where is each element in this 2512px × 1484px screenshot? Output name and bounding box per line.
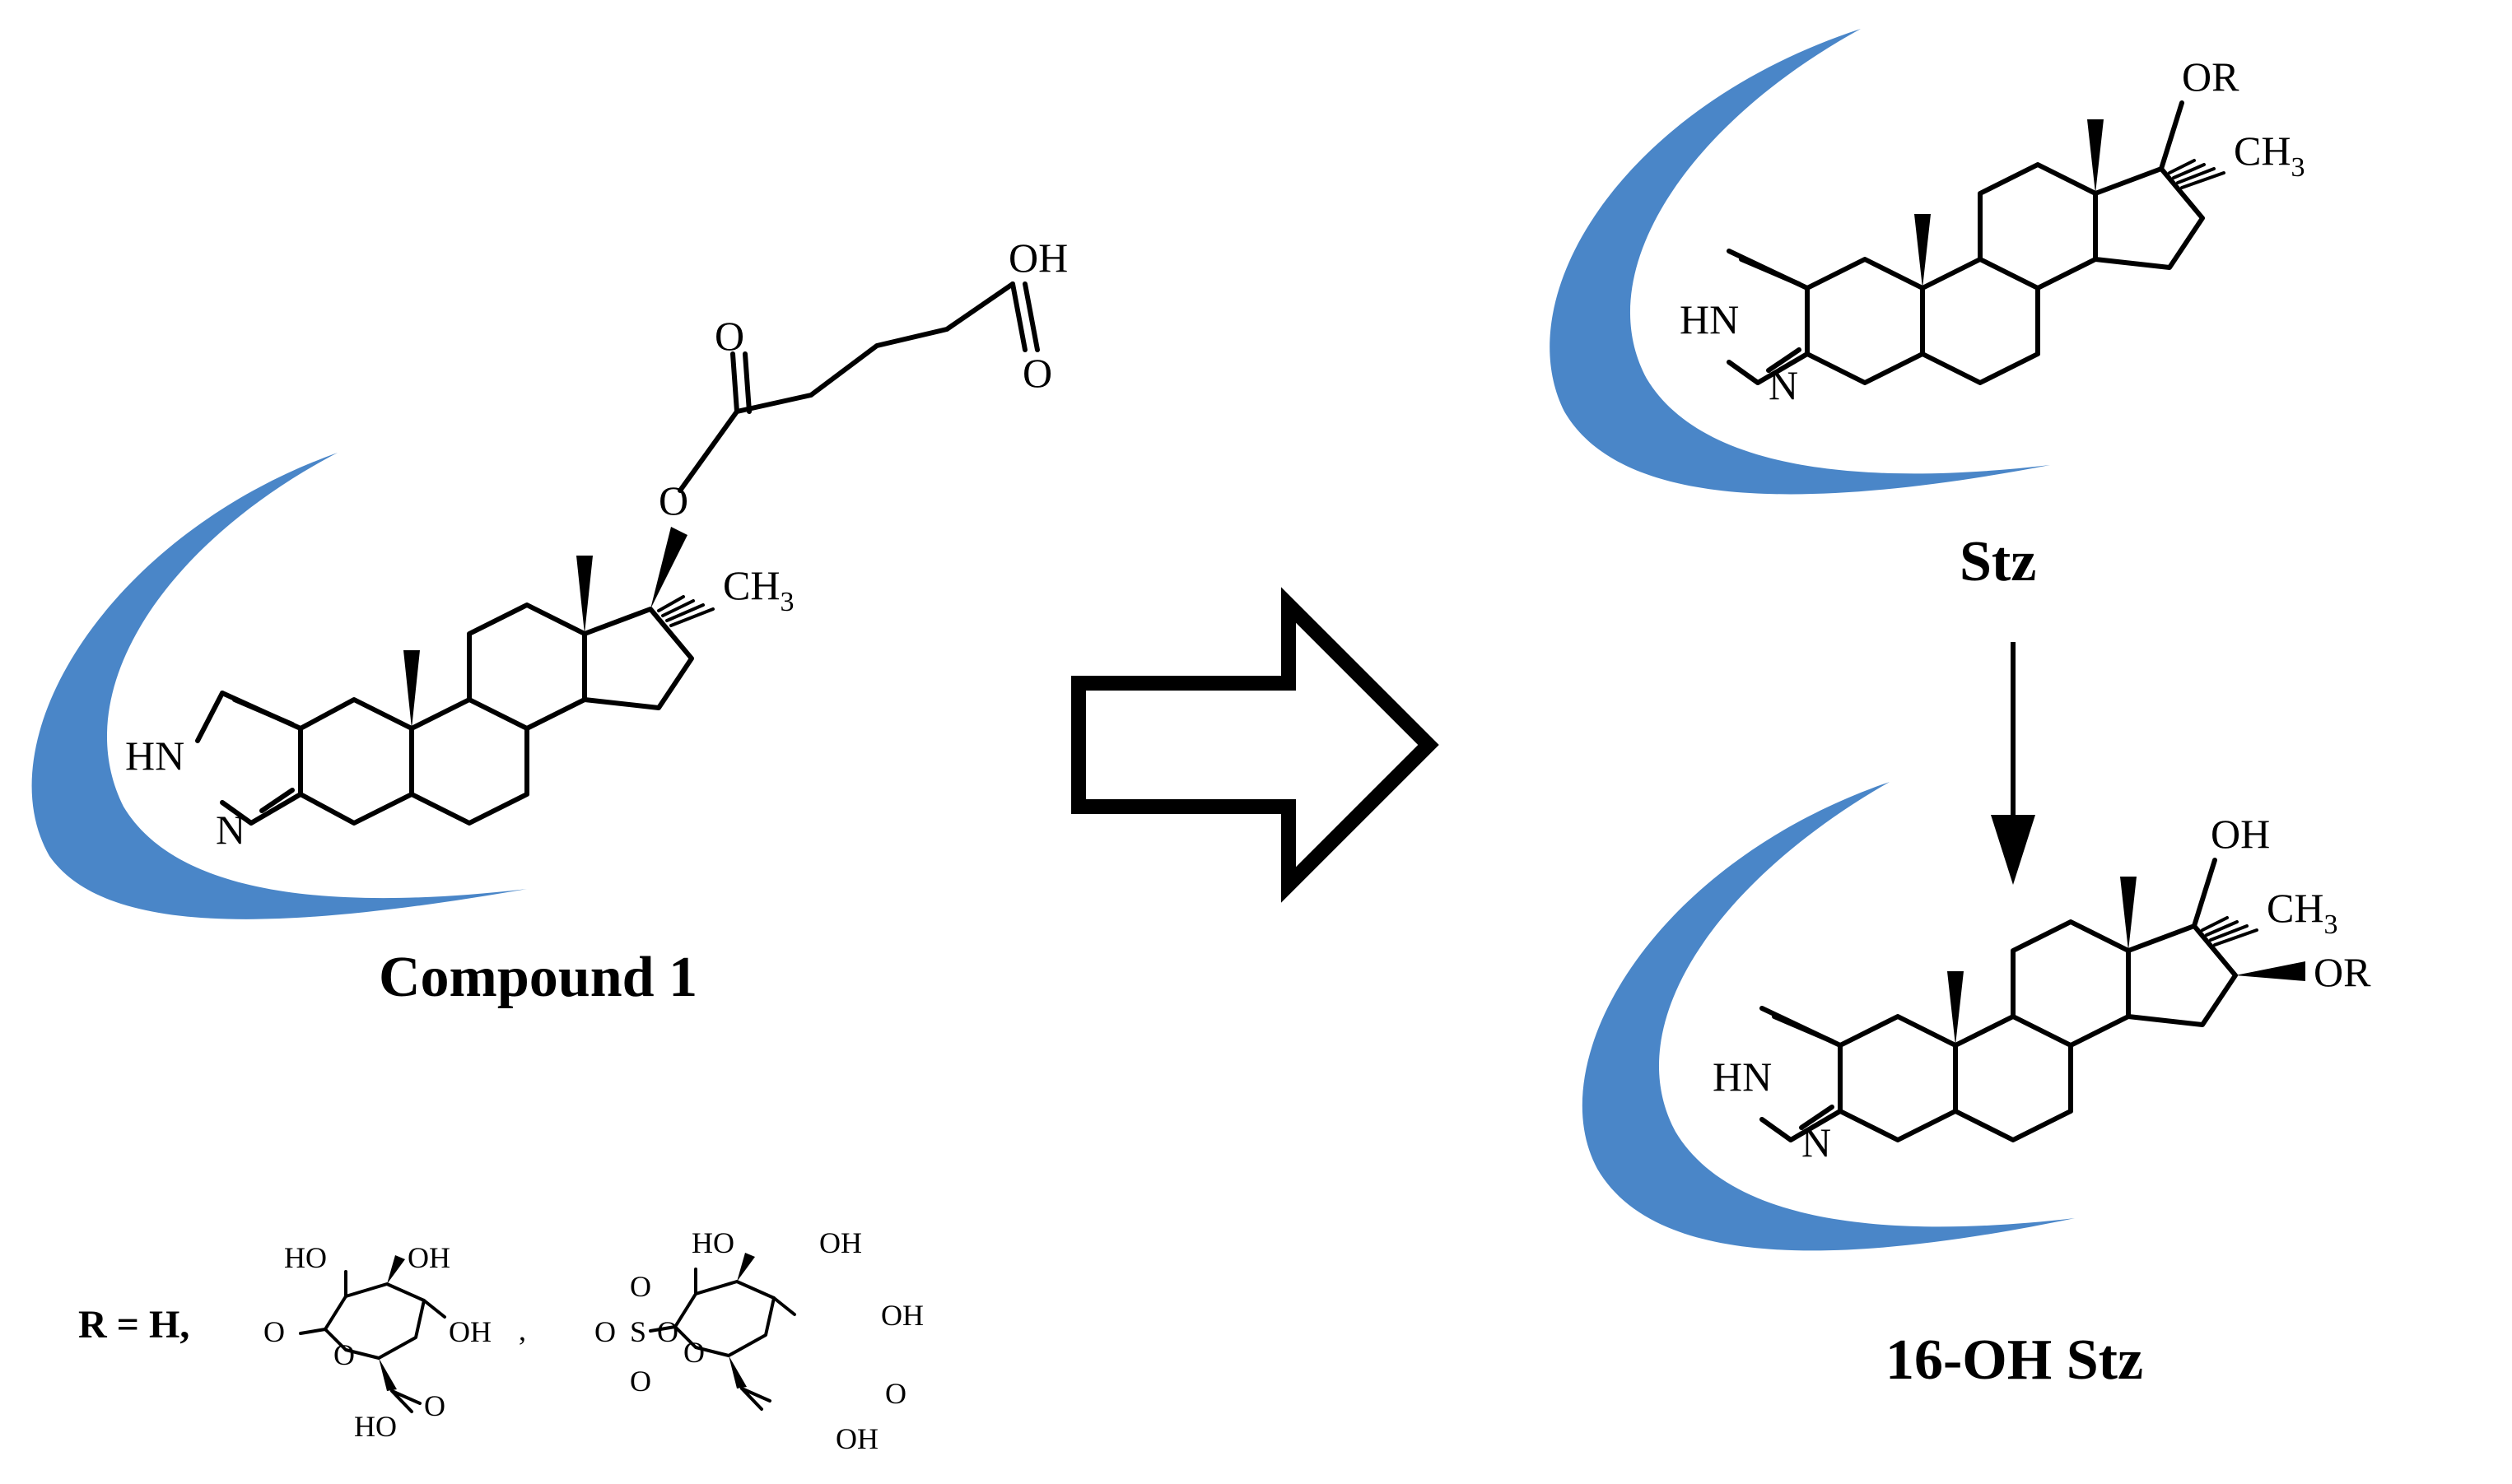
gluc-o-left: O	[263, 1315, 285, 1348]
sulf-ring-o: O	[683, 1336, 705, 1369]
r-definition: R = H, O HO OH OH , O O HO	[78, 1226, 924, 1455]
sulf-carboxyl-oh: OH	[836, 1422, 879, 1455]
oh16-group: HN N OH CH3 OR 16-OH Stz	[1582, 782, 2371, 1392]
r-equals-label: R = H,	[78, 1303, 189, 1347]
c1-hn-label: HN	[125, 733, 184, 779]
oh16-swoosh	[1582, 782, 2075, 1251]
gluc-oh-right: OH	[449, 1315, 492, 1348]
oh16-n-label: N	[1801, 1119, 1831, 1165]
stz-n-label: N	[1769, 362, 1798, 408]
sulf-oh-top: OH	[819, 1226, 862, 1259]
sulf-o-bottom: O	[630, 1365, 651, 1398]
gluc-separator: ,	[519, 1314, 526, 1347]
c1-acid-oh-label: OH	[1009, 235, 1068, 281]
c1-n-label: N	[216, 807, 245, 853]
stz-hn-label: HN	[1680, 296, 1739, 342]
c1-carbonyl-o-label: O	[715, 313, 744, 359]
compound1-label: Compound 1	[379, 946, 697, 1009]
gluc-oh-top: OH	[408, 1241, 450, 1274]
sulf-carboxyl-o: O	[885, 1377, 906, 1410]
oh16-label: 16-OH Stz	[1885, 1328, 2143, 1392]
compound1-swoosh	[31, 453, 527, 919]
c1-ch3-label: CH3	[723, 562, 794, 617]
stz-ch3-label: CH3	[2234, 128, 2305, 183]
stz-group: HN N OR CH3 Stz	[1550, 29, 2305, 593]
down-arrow	[1991, 642, 2035, 885]
oh16-hn-label: HN	[1713, 1054, 1772, 1100]
c1-ring-a	[298, 697, 414, 826]
sulf-o-left: O	[594, 1315, 616, 1348]
gluc-ho-top: HO	[284, 1241, 327, 1274]
stz-or-label: OR	[2182, 53, 2239, 100]
stz-label: Stz	[1960, 530, 2036, 593]
c1-ester-o-label: O	[659, 477, 688, 523]
gluc-carboxyl-ho: HO	[354, 1410, 397, 1443]
sulf-o-bridge: O	[657, 1315, 678, 1348]
gluc-ring-o: O	[333, 1338, 355, 1371]
transform-arrow	[1071, 587, 1439, 903]
sulfo-glucuronide-structure: O S O O O HO OH OH O O OH	[594, 1226, 924, 1455]
sulf-oh-right: OH	[881, 1299, 924, 1332]
oh16-ch3-label: CH3	[2267, 885, 2337, 940]
oh16-or-label: OR	[2314, 949, 2371, 995]
c1-acid-o-label: O	[1023, 350, 1052, 396]
compound1-group: HN N O O O OH CH3 Compound 1	[31, 235, 1068, 1009]
stz-swoosh	[1550, 29, 2050, 495]
sulf-s: S	[630, 1315, 646, 1348]
sulf-o-top: O	[630, 1270, 651, 1303]
glucuronide-structure: O HO OH OH , O O HO	[263, 1241, 526, 1443]
gluc-carboxyl-o: O	[424, 1389, 445, 1422]
oh16-oh-label: OH	[2211, 811, 2270, 857]
sulf-ho-top: HO	[692, 1226, 734, 1259]
